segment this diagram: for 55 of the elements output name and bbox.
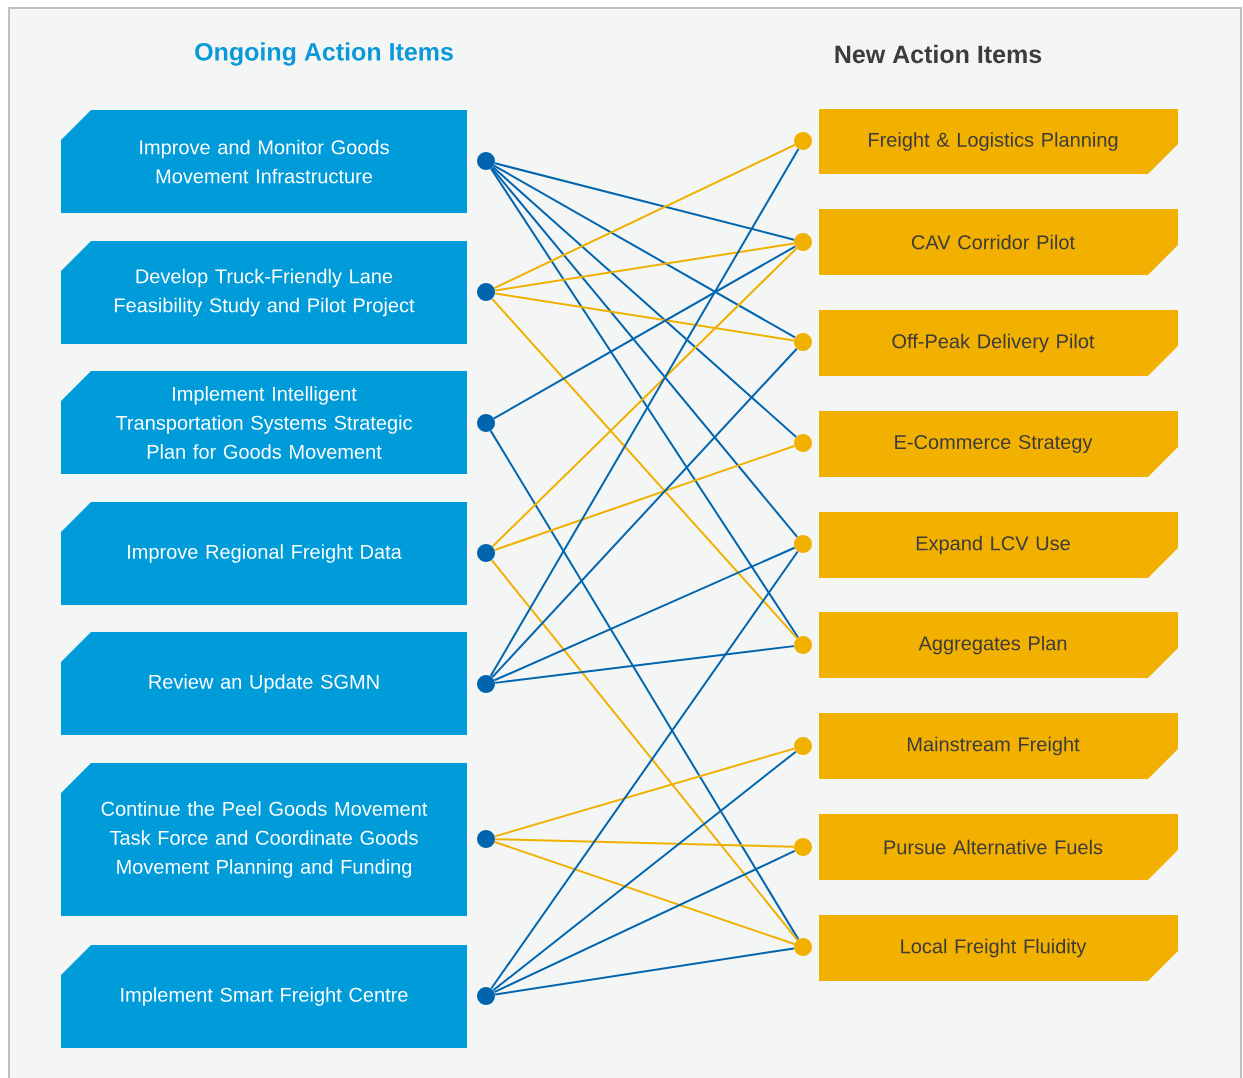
connector-line	[490, 167, 799, 538]
action-box: Improve and Monitor Goods Movement Infrastructure	[61, 110, 467, 213]
connector-dot	[794, 737, 812, 755]
connector-line	[494, 838, 795, 848]
connector-dot	[477, 544, 495, 562]
connector-dot	[477, 830, 495, 848]
connector-line	[493, 162, 796, 241]
connector-dot	[794, 434, 812, 452]
connector-dot	[794, 838, 812, 856]
action-box: Continue the Peel Goods Movement Task Force and Coordinate Goods Movement Planning and Funding	[61, 763, 467, 916]
connector-line	[491, 347, 798, 679]
connector-dot	[794, 233, 812, 251]
action-box: Off-Peak Delivery Pilot	[819, 310, 1178, 376]
connector-dot	[477, 414, 495, 432]
connector-dot	[477, 987, 495, 1005]
connector-dot	[477, 152, 495, 170]
connector-line	[492, 750, 797, 992]
action-box: Implement Smart Freight Centre	[61, 945, 467, 1048]
connector-line	[494, 645, 795, 684]
column-heading: Ongoing Action Items	[195, 42, 453, 66]
action-box: Review an Update SGMN	[61, 632, 467, 735]
connector-line	[494, 292, 795, 342]
connector-line	[493, 840, 796, 946]
connector-dot	[794, 636, 812, 654]
action-box: Develop Truck-Friendly Lane Feasibility Study and Pilot Project	[61, 241, 467, 344]
action-box: Aggregates Plan	[819, 612, 1178, 678]
connector-line	[494, 947, 795, 996]
column-heading: New Action Items	[835, 44, 1042, 64]
connector-line	[491, 297, 798, 640]
connector-dot	[477, 283, 495, 301]
action-box: E-Commerce Strategy	[819, 411, 1178, 477]
action-box: Implement Intelligent Transportation Systems Strategic Plan for Goods Movement	[61, 371, 467, 474]
connector-line	[493, 245, 796, 420]
connector-line	[493, 164, 796, 339]
action-box: Freight & Logistics Planning	[819, 109, 1178, 174]
connector-dot	[794, 938, 812, 956]
connector-line	[493, 546, 796, 682]
connector-dot	[794, 333, 812, 351]
connector-line	[489, 429, 800, 941]
action-box: Expand LCV Use	[819, 512, 1178, 578]
connector-line	[494, 242, 795, 292]
connector-line	[493, 747, 796, 838]
connector-line	[493, 849, 796, 994]
connector-line	[493, 445, 796, 551]
action-box: Mainstream Freight	[819, 713, 1178, 779]
action-box: CAV Corridor Pilot	[819, 209, 1178, 275]
connector-dot	[794, 132, 812, 150]
connector-dot	[477, 675, 495, 693]
connector-line	[493, 143, 796, 290]
connector-dot	[794, 535, 812, 553]
action-box: Pursue Alternative Fuels	[819, 814, 1178, 880]
connector-line	[491, 247, 798, 548]
connector-line	[491, 166, 798, 438]
action-box: Local Freight Fluidity	[819, 915, 1178, 981]
action-box: Improve Regional Freight Data	[61, 502, 467, 605]
